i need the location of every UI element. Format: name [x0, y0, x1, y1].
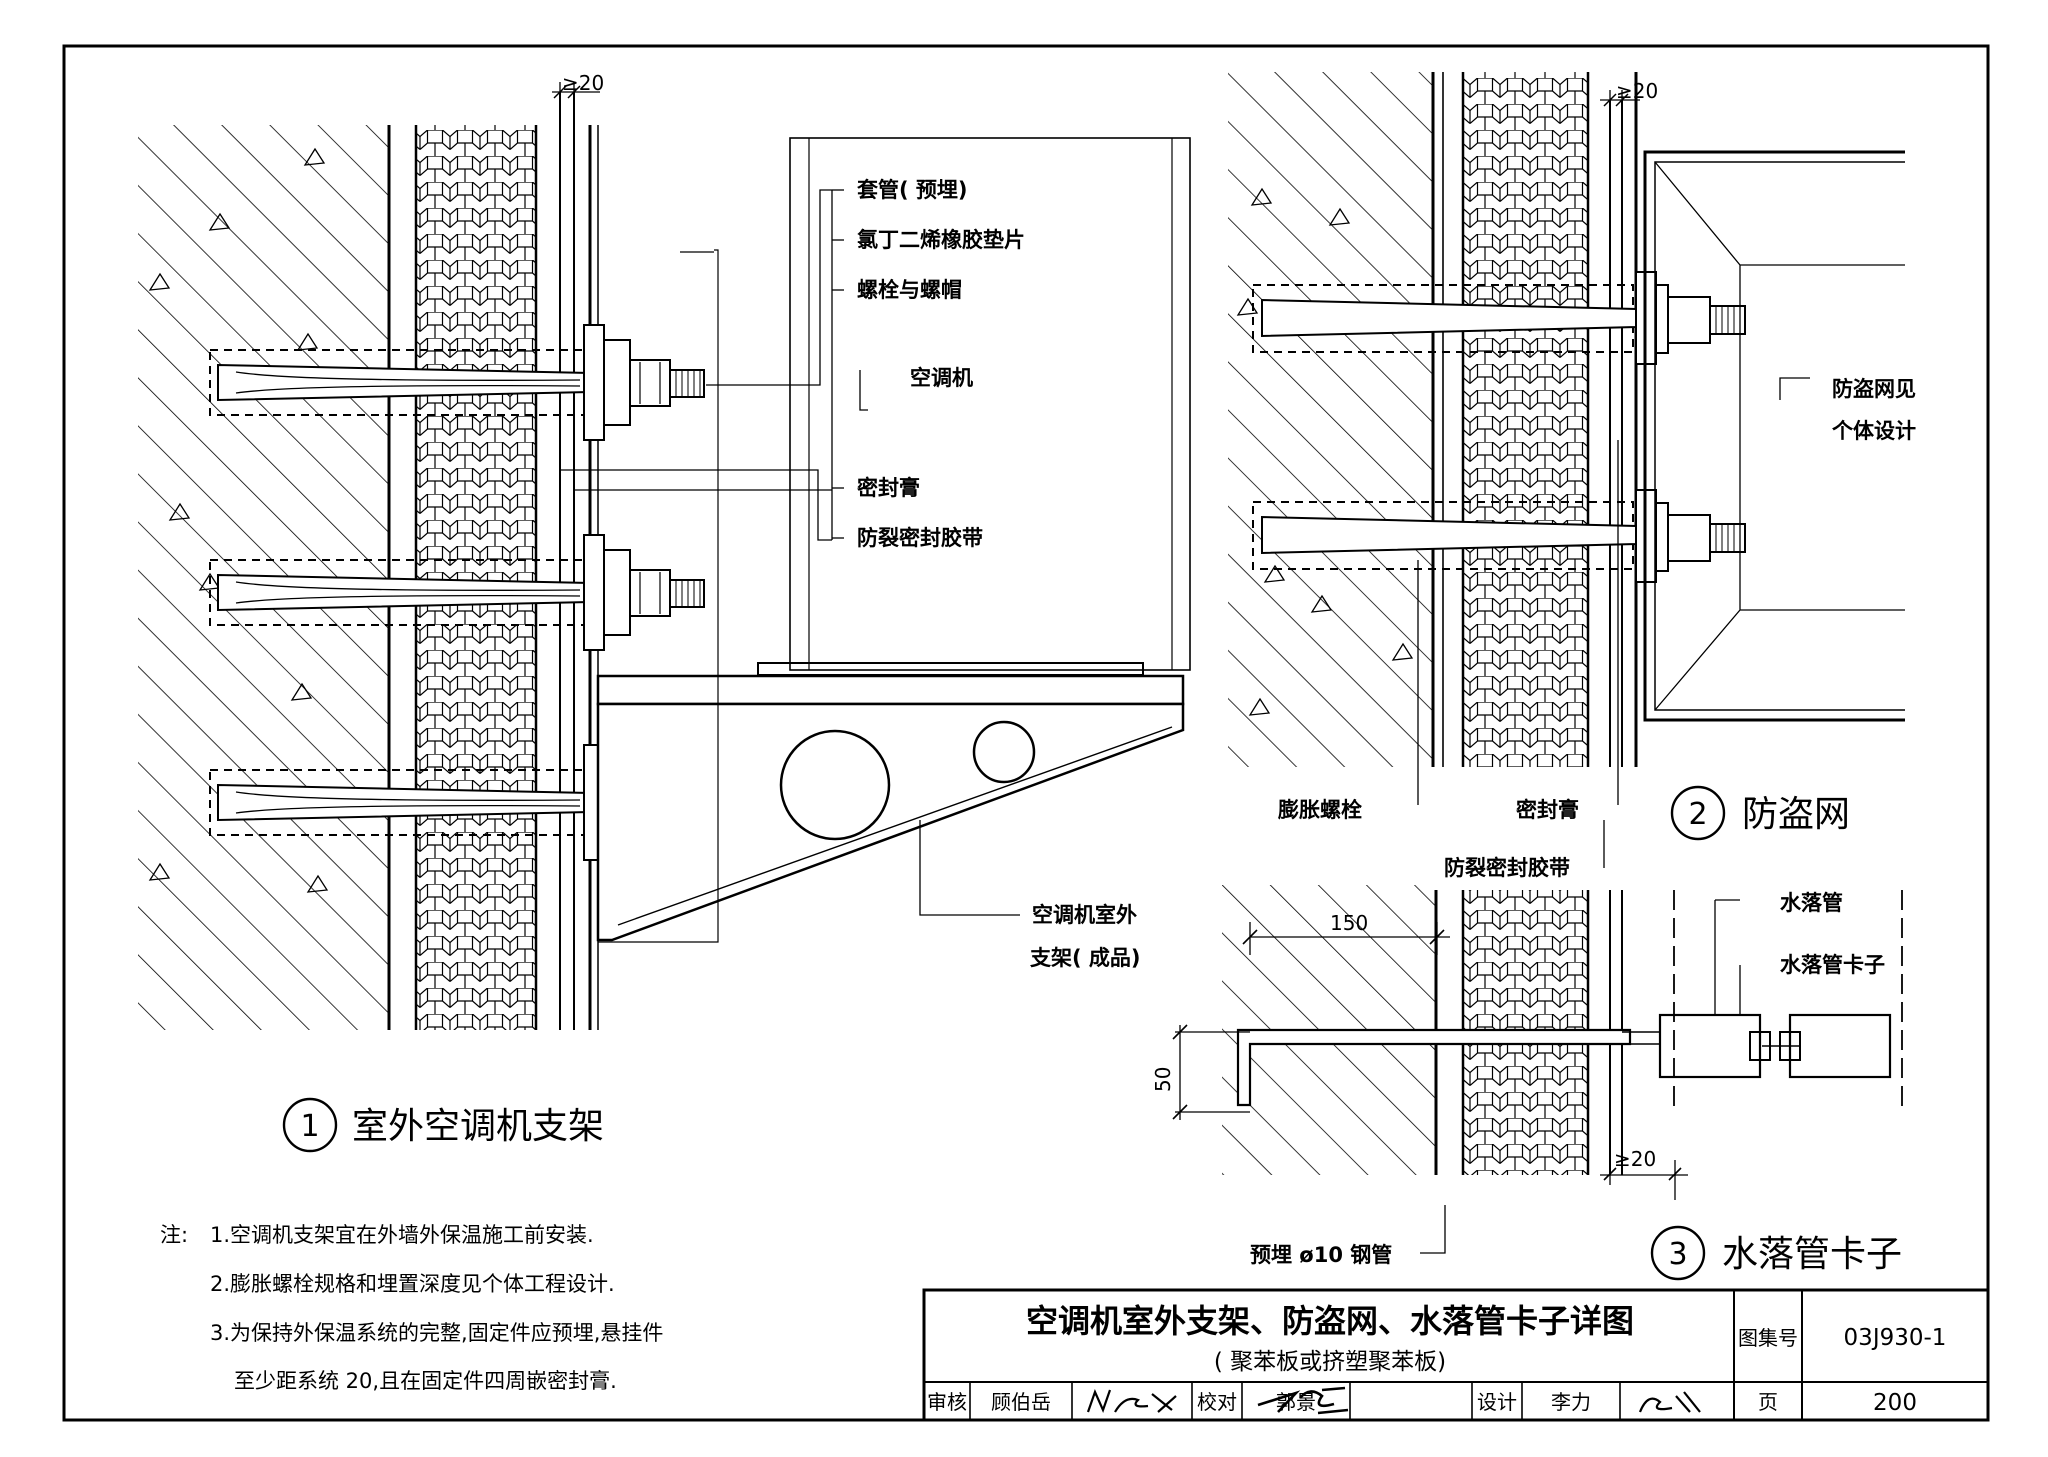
- note-3: 3.为保持外保温系统的完整,固定件应预埋,悬挂件: [210, 1321, 663, 1345]
- title-block-subtitle: ( 聚苯板或挤塑聚苯板): [1214, 1349, 1446, 1375]
- design-label: 设计: [1477, 1390, 1517, 1414]
- detail-1-drawing: [138, 82, 1191, 1030]
- label-crack-tape-2: 防裂密封胶带: [1444, 856, 1570, 880]
- note-4: 至少距系统 20,且在固定件四周嵌密封膏.: [234, 1369, 617, 1393]
- detail-3-number-circle: [1650, 1225, 1706, 1281]
- signature-design: [1638, 1391, 1701, 1413]
- detail-1-number: 1: [300, 1109, 319, 1144]
- dim-150: 150: [1330, 911, 1368, 935]
- detail-2-number-circle: [1670, 785, 1726, 841]
- detail-2-number: 2: [1688, 797, 1707, 832]
- label-sleeve: 套管( 预埋): [857, 178, 968, 202]
- label-bracket-line1: 空调机室外: [1032, 903, 1137, 927]
- label-net-line1: 防盗网见: [1832, 377, 1916, 401]
- label-net-line2: 个体设计: [1832, 419, 1916, 443]
- label-downpipe: 水落管: [1780, 891, 1843, 915]
- detail-3-number: 3: [1668, 1237, 1687, 1272]
- label-crack-tape-1: 防裂密封胶带: [857, 526, 983, 550]
- page-number: 200: [1873, 1390, 1917, 1416]
- dim-50: 50: [1151, 1067, 1175, 1092]
- note-2: 2.膨胀螺栓规格和埋置深度见个体工程设计.: [210, 1272, 615, 1296]
- label-ac-unit: 空调机: [910, 366, 973, 390]
- notes-prefix: 注:: [160, 1223, 188, 1247]
- detail-1-title: 室外空调机支架: [352, 1106, 604, 1147]
- detail-2-title: 防盗网: [1742, 794, 1850, 835]
- signature-check: [1257, 1386, 1349, 1415]
- label-clamp: 水落管卡子: [1780, 953, 1885, 977]
- label-sealant-1: 密封膏: [857, 476, 920, 500]
- signature-review: [1086, 1389, 1177, 1413]
- detail-2-drawing: [1228, 72, 1905, 868]
- review-label: 审核: [927, 1390, 967, 1414]
- check-name: 郭景: [1276, 1390, 1316, 1414]
- design-name: 李力: [1551, 1390, 1591, 1414]
- label-bracket-line2: 支架( 成品): [1030, 946, 1141, 970]
- note-1: 1.空调机支架宜在外墙外保温施工前安装.: [210, 1223, 594, 1247]
- dim-gap-2: ≥20: [1616, 79, 1658, 103]
- label-bolt-nut: 螺栓与螺帽: [857, 278, 962, 302]
- label-sealant-2: 密封膏: [1516, 798, 1579, 822]
- atlas-label: 图集号: [1738, 1326, 1798, 1350]
- detail-3-drawing: [1172, 885, 1903, 1254]
- label-gasket: 氯丁二烯橡胶垫片: [857, 228, 1025, 252]
- dim-gap-3: ≥20: [1614, 1147, 1656, 1171]
- label-embedded-pipe: 预埋 ø10 钢管: [1250, 1243, 1392, 1267]
- dim-gap-1: ≥20: [562, 71, 604, 95]
- detail-1-number-circle: [282, 1097, 338, 1153]
- review-name: 顾伯岳: [991, 1390, 1051, 1414]
- atlas-number: 03J930-1: [1844, 1325, 1947, 1351]
- detail-3-title: 水落管卡子: [1722, 1234, 1902, 1275]
- label-expansion-bolt: 膨胀螺栓: [1278, 798, 1362, 822]
- title-block-title: 空调机室外支架、防盗网、水落管卡子详图: [1026, 1302, 1634, 1340]
- page-label: 页: [1758, 1390, 1778, 1414]
- check-label: 校对: [1197, 1390, 1237, 1414]
- title-block: [922, 1288, 1990, 1422]
